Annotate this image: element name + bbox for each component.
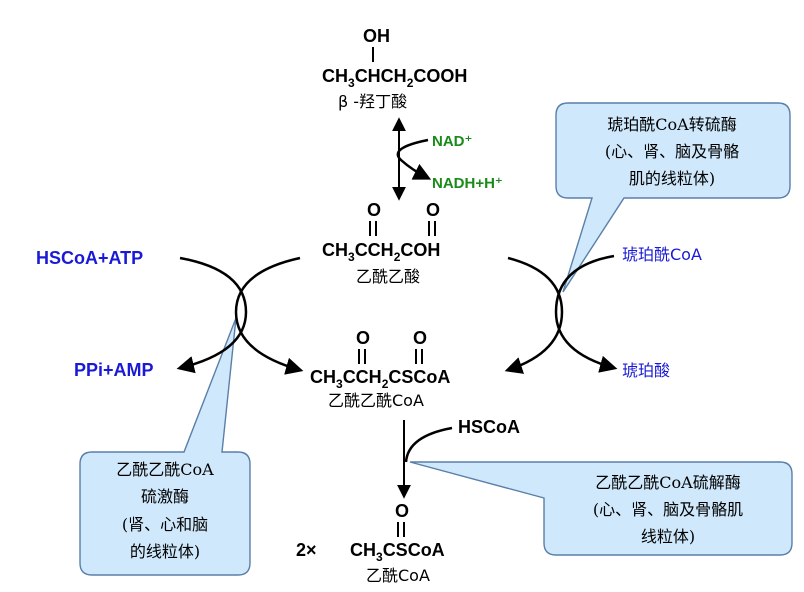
- callout-thiophorase: 琥珀酰CoA转硫酶 (心、肾、脑及骨骼 肌的线粒体): [555, 102, 791, 293]
- compound-acetyl-coa: 2× O CH3CSCoA 乙酰CoA: [296, 501, 445, 585]
- reaction-thiolase: HSCoA: [397, 417, 520, 499]
- acetoacetyl-coa-name: 乙酰乙酰CoA: [328, 391, 424, 410]
- acetoacetyl-coa-o-left: O: [356, 328, 370, 348]
- acetyl-coa-o: O: [395, 501, 409, 521]
- reaction-thiophorase: 琥珀酰CoA 琥珀酸: [504, 245, 702, 380]
- nadh-label: NADH+H⁺: [432, 175, 503, 192]
- acetyl-coa-multiplier: 2×: [296, 540, 317, 560]
- acetoacetyl-coa-formula: CH3CCH2CSCoA: [310, 367, 450, 391]
- acetoacetyl-coa-o-right: O: [413, 328, 427, 348]
- acetoacetate-formula: CH3CCH2COH: [322, 240, 440, 264]
- callout-thiophorase-line-3: 肌的线粒体): [629, 169, 715, 188]
- hscoa-label: HSCoA: [458, 417, 520, 437]
- reaction-dehydrogenation: NAD⁺ NADH+H⁺: [392, 117, 503, 201]
- acetyl-coa-name: 乙酰CoA: [366, 566, 430, 585]
- reaction-thiokinase: HSCoA+ATP PPi+AMP: [36, 248, 304, 380]
- callout-thiokinase-line-4: 的线粒体): [130, 542, 200, 561]
- callout-thiolase-shape: [409, 461, 793, 556]
- callout-thiolase-line-1: 乙酰乙酰CoA硫解酶: [595, 473, 740, 492]
- hydroxybutyrate-formula: CH3CHCH2COOH: [322, 66, 467, 90]
- callout-thiolase-line-2: (心、肾、脑及骨骼肌: [593, 500, 743, 519]
- hydroxybutyrate-name: β -羟丁酸: [338, 92, 407, 111]
- callout-thiophorase-shape: [555, 102, 791, 293]
- succinyl-coa-label: 琥珀酰CoA: [622, 245, 702, 264]
- callout-thiophorase-line-1: 琥珀酰CoA转硫酶: [607, 115, 736, 134]
- callout-thiokinase: 乙酰乙酰CoA 硫激酶 (肾、心和脑 的线粒体): [79, 317, 251, 576]
- compound-hydroxybutyrate: OH CH3CHCH2COOH β -羟丁酸: [322, 26, 467, 111]
- ppi-amp-label: PPi+AMP: [74, 360, 154, 380]
- nad-label: NAD⁺: [432, 133, 472, 150]
- callout-thiolase-line-3: 线粒体): [641, 527, 695, 546]
- compound-acetoacetyl-coa: O O CH3CCH2CSCoA 乙酰乙酰CoA: [310, 328, 450, 410]
- right-main-arrow: [504, 256, 564, 374]
- acetoacetate-o-left: O: [367, 200, 381, 220]
- callout-thiolase: 乙酰乙酰CoA硫解酶 (心、肾、脑及骨骼肌 线粒体): [409, 461, 793, 556]
- callout-thiokinase-line-1: 乙酰乙酰CoA: [116, 460, 214, 479]
- right-cofactor-arrow: [554, 254, 618, 373]
- left-main-arrow: [234, 256, 304, 375]
- hscoa-entry-curve: [404, 426, 453, 463]
- cofactor-curved-arrow: [396, 138, 432, 180]
- hscoa-atp-label: HSCoA+ATP: [36, 248, 143, 268]
- acetoacetate-o-right: O: [426, 200, 440, 220]
- left-cofactor-arrow: [176, 256, 248, 374]
- callout-thiophorase-line-2: (心、肾、脑及骨骼: [605, 142, 739, 161]
- acetyl-coa-formula: CH3CSCoA: [350, 540, 445, 564]
- callout-thiokinase-line-3: (肾、心和脑: [122, 515, 208, 534]
- callout-thiokinase-shape: [79, 317, 251, 576]
- succinate-label: 琥珀酸: [622, 361, 670, 380]
- acetoacetate-name: 乙酰乙酸: [356, 267, 420, 286]
- compound-acetoacetate: O O CH3CCH2COH 乙酰乙酸: [322, 200, 440, 286]
- callout-thiokinase-line-2: 硫激酶: [141, 487, 189, 506]
- hydroxyl-label: OH: [363, 26, 390, 46]
